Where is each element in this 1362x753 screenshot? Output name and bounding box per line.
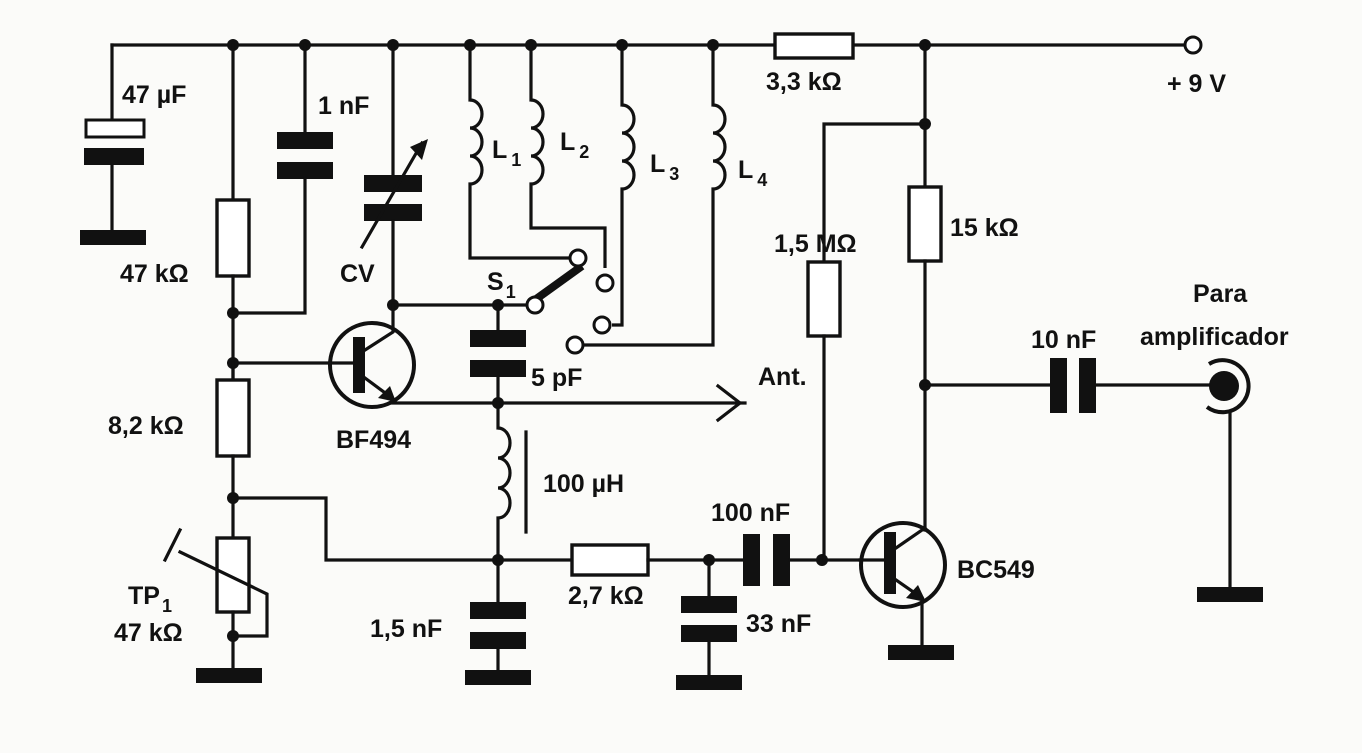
label-BF494: BF494 xyxy=(336,426,411,454)
label-1M5: 1,5 MΩ xyxy=(774,230,857,258)
capacitor-5pF: 5 pF xyxy=(470,303,582,405)
ground-symbol xyxy=(888,645,954,660)
capacitor-33nF: 33 nF xyxy=(676,554,811,690)
resistor-3k3: 3,3 kΩ xyxy=(766,32,855,96)
label-47uF: 47 µF xyxy=(122,81,186,109)
antenna-input[interactable]: Ant. xyxy=(715,363,807,423)
ground-symbol xyxy=(1197,587,1263,602)
label-TP1-value: 47 kΩ xyxy=(114,619,183,647)
label-2k7: 2,7 kΩ xyxy=(568,582,644,610)
label-BC549: BC549 xyxy=(957,556,1035,584)
switch-common-terminal xyxy=(525,295,545,315)
resistor-47k: 47 kΩ xyxy=(120,39,251,402)
output-jack[interactable]: Para amplificador xyxy=(1140,280,1289,602)
switch-position-3 xyxy=(592,315,612,335)
label-3k3: 3,3 kΩ xyxy=(766,68,842,96)
label-100nF: 100 nF xyxy=(711,499,790,527)
label-5pF: 5 pF xyxy=(531,364,582,392)
label-output-line1: Para xyxy=(1193,280,1248,308)
label-8k2: 8,2 kΩ xyxy=(108,412,184,440)
label-output-line2: amplificador xyxy=(1140,323,1289,351)
label-100uH: 100 µH xyxy=(543,470,624,498)
capacitor-47uF: 47 µF xyxy=(80,43,186,245)
switch-position-1 xyxy=(568,248,588,268)
resistor-1M5: 1,5 MΩ xyxy=(774,39,931,562)
label-CV: CV xyxy=(340,260,375,288)
emitter-arrow-icon xyxy=(378,386,396,402)
ground-symbol xyxy=(465,670,531,685)
capacitor-1nF: 1 nF xyxy=(231,39,369,315)
transistor-BC549: BC549 xyxy=(858,521,1035,660)
ground-symbol xyxy=(80,230,146,245)
capacitor-100nF: 100 nF xyxy=(711,499,862,586)
ground-symbol xyxy=(196,668,262,683)
label-1n5: 1,5 nF xyxy=(370,615,442,643)
switch-position-4 xyxy=(565,335,585,355)
capacitor-10nF: 10 nF xyxy=(923,326,1212,413)
resistor-2k7: 2,7 kΩ xyxy=(496,543,747,610)
switch-position-2 xyxy=(595,273,615,293)
variable-arrow-icon xyxy=(410,139,428,160)
supply-terminal[interactable]: + 9 V xyxy=(1167,35,1226,98)
resistor-8k2: 8,2 kΩ xyxy=(108,361,500,562)
transistor-BF494: BF494 xyxy=(227,303,747,454)
label-47k: 47 kΩ xyxy=(120,260,189,288)
variable-capacitor-CV: CV xyxy=(340,39,500,311)
label-15k: 15 kΩ xyxy=(950,214,1019,242)
label-1nF: 1 nF xyxy=(318,92,369,120)
capacitor-1n5: 1,5 nF xyxy=(370,554,531,685)
resistor-15k: 15 kΩ xyxy=(907,185,1019,532)
label-supply: + 9 V xyxy=(1167,70,1226,98)
label-10nF: 10 nF xyxy=(1031,326,1096,354)
inductor-100uH: 100 µH xyxy=(496,401,624,560)
label-33nF: 33 nF xyxy=(746,610,811,638)
ground-symbol xyxy=(676,675,742,690)
label-antenna: Ant. xyxy=(758,363,807,391)
switch-lever xyxy=(529,262,585,306)
